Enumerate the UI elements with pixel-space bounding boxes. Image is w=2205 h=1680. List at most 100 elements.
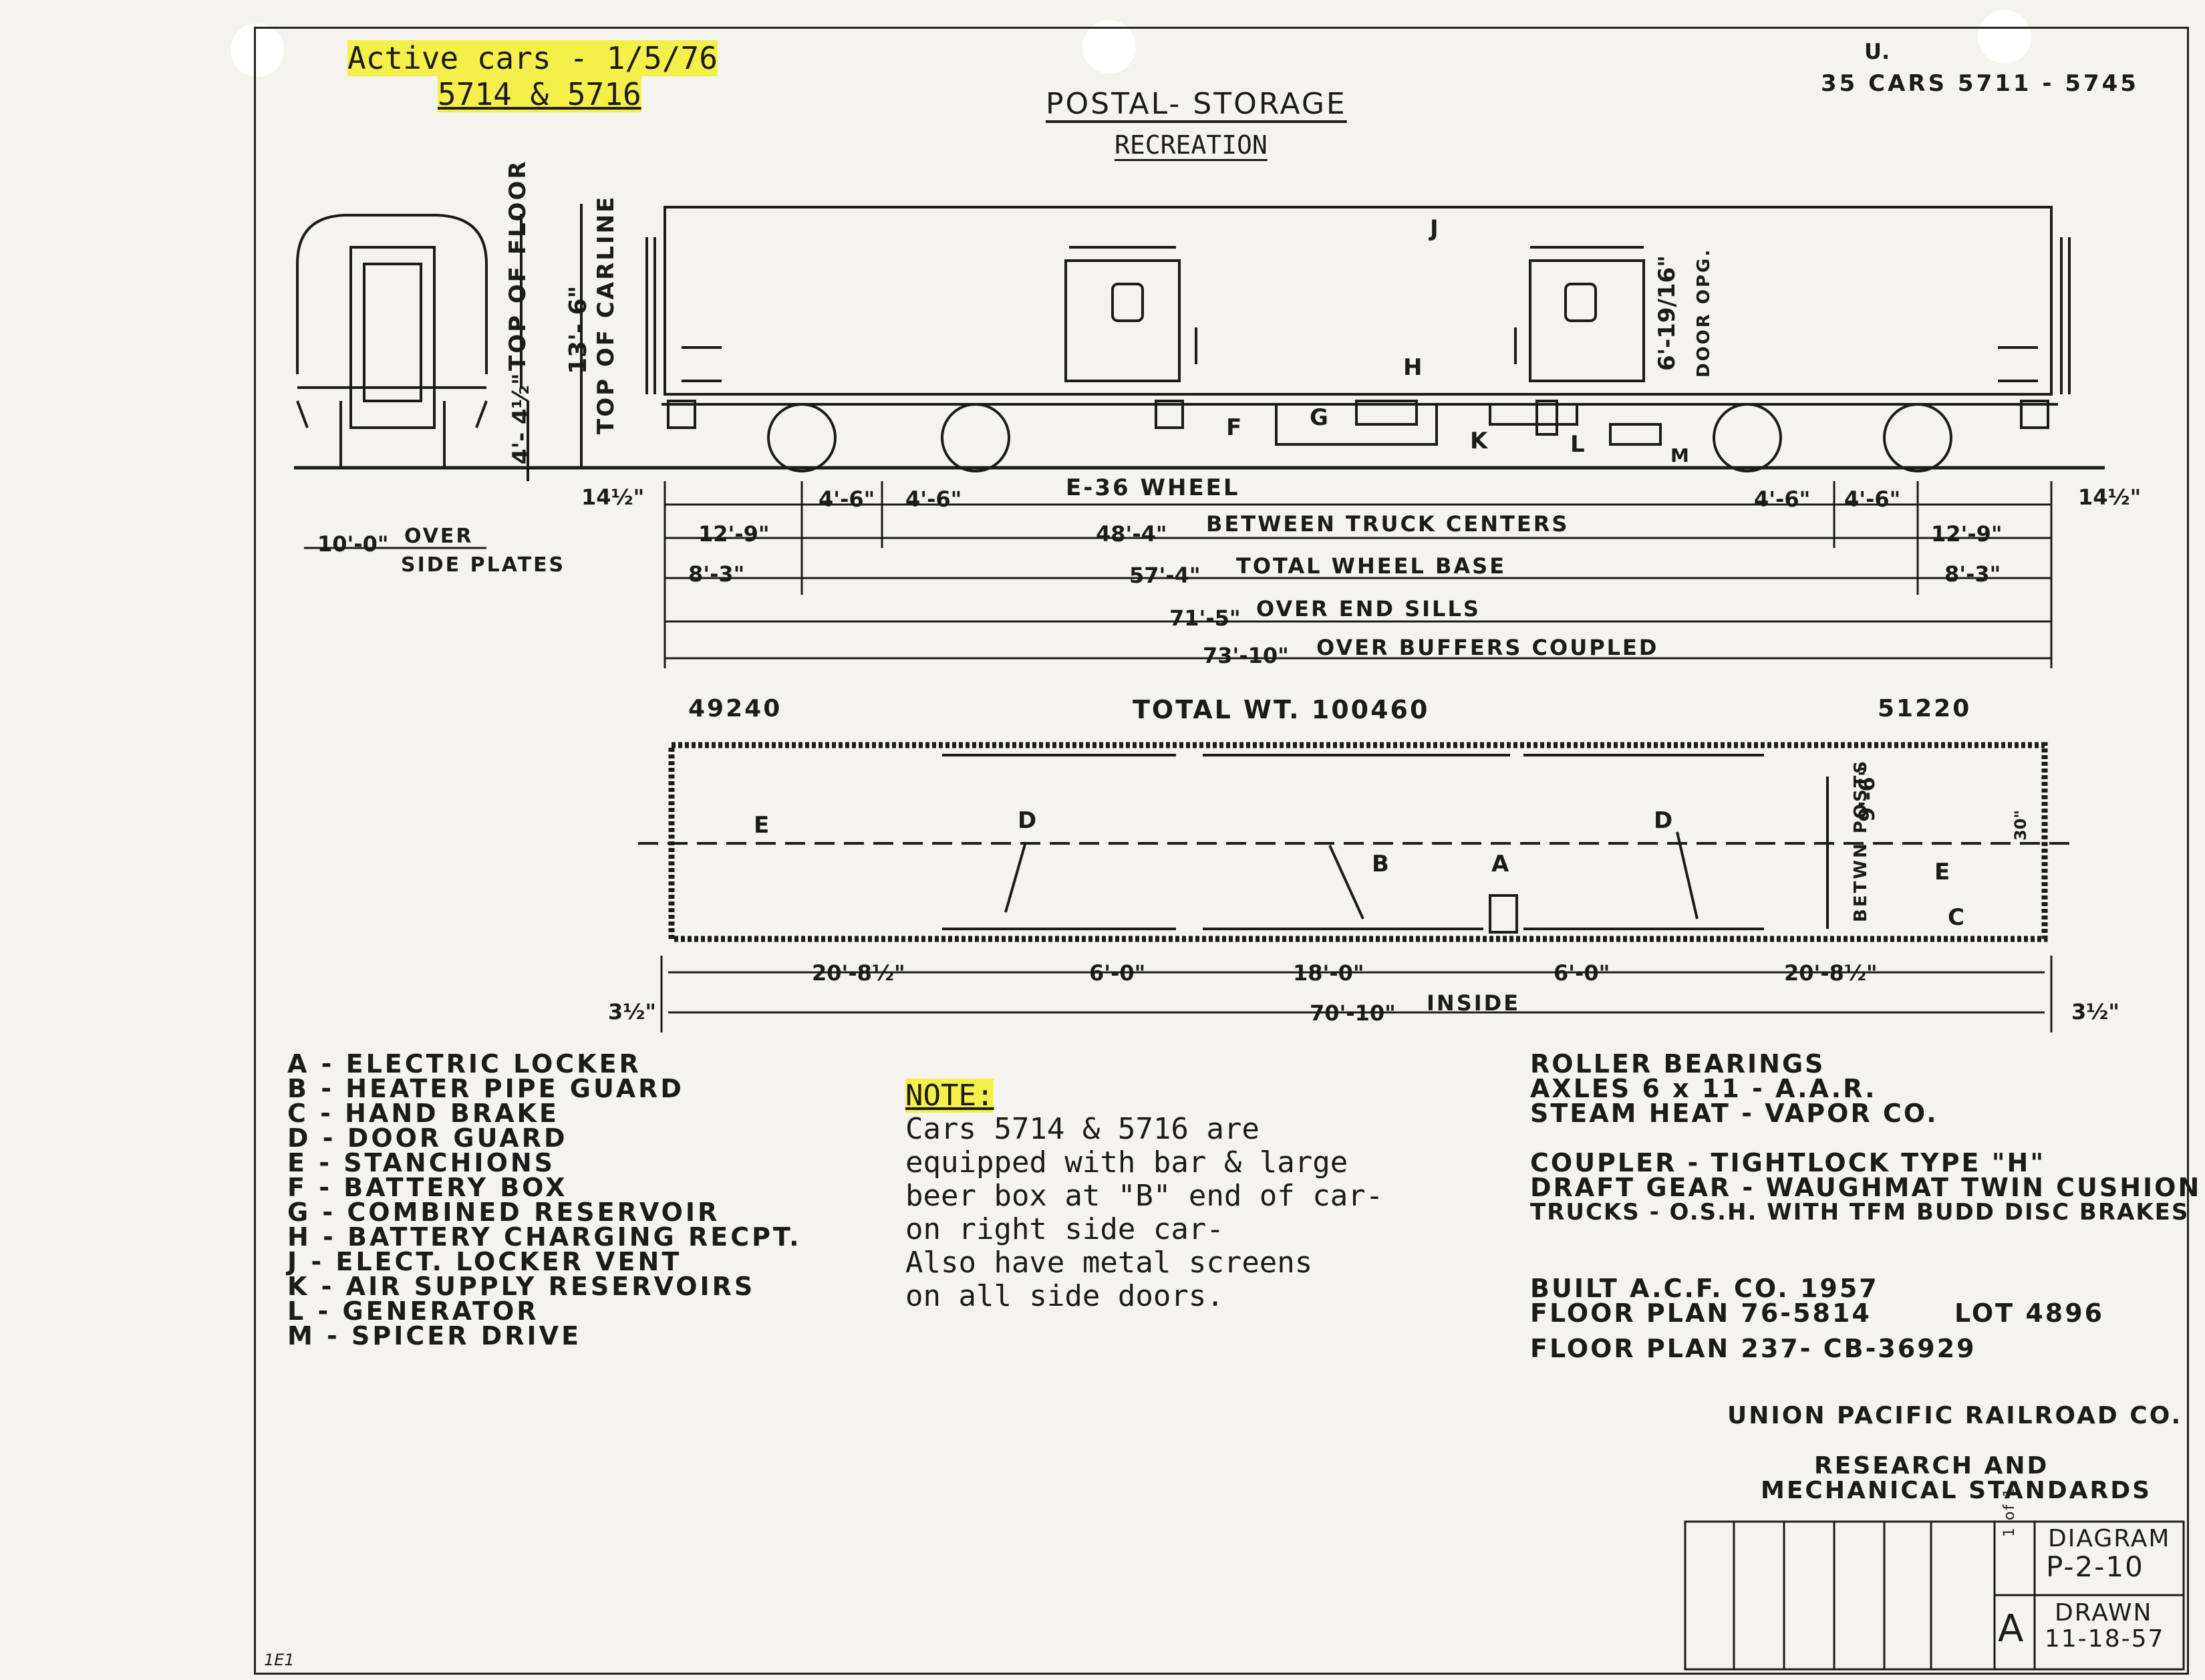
drawing-title: POSTAL- STORAGE [1046, 87, 1347, 121]
note-heading: NOTE: [905, 1079, 994, 1113]
built-line: BUILT A.C.F. CO. 1957 [1530, 1274, 1879, 1303]
height-13-6: 13'- 6" [565, 285, 592, 374]
spec-line: ROLLER BEARINGS [1530, 1049, 1825, 1079]
buffers-label: OVER BUFFERS COUPLED [1316, 635, 1659, 660]
drawing-border [254, 27, 2189, 1675]
note-line: on right side car- [905, 1212, 1224, 1246]
floorplan-callout-e: E [754, 812, 772, 839]
legend-item: J - ELECT. LOCKER VENT [287, 1247, 682, 1276]
callout-j: J [1430, 215, 1441, 242]
punch-hole [1082, 20, 1136, 74]
company-name: UNION PACIFIC RAILROAD CO. [1727, 1402, 2183, 1429]
top-of-floor-label: TOP OF FLOOR [504, 159, 531, 371]
floorplan-callout-a: A [1491, 851, 1511, 877]
diagram-label: DIAGRAM [2048, 1525, 2171, 1552]
axle-dim: 4'-6" [819, 486, 875, 512]
legend: A - ELECTRIC LOCKER B - HEATER PIPE GUAR… [287, 1051, 802, 1349]
callout-m: M [1670, 444, 1691, 466]
end-sills-label: OVER END SILLS [1256, 596, 1481, 621]
floorplan-callout-c: C [1948, 904, 1966, 931]
callout-h: H [1403, 354, 1425, 381]
end-dim-right: 14½" [2078, 484, 2142, 510]
floorplan-callout-e: E [1934, 859, 1952, 885]
floorplan-callout-d: D [1018, 807, 1039, 834]
spec-line: DRAFT GEAR - WAUGHMAT TWIN CUSHION [1530, 1173, 2202, 1202]
floor-plan-line: FLOOR PLAN 76-5814 [1530, 1298, 1872, 1328]
wheel [1883, 403, 1952, 472]
wheel-label: E-36 WHEEL [1066, 474, 1240, 501]
end-sills-dim: 71'-5" [1169, 605, 1241, 631]
punch-hole [1978, 10, 2031, 63]
truck-centers-dim: 48'-4" [1096, 521, 1167, 547]
combined-reservoir [1355, 400, 1418, 426]
end-view-outline [296, 214, 488, 374]
spec-line: AXLES 6 x 11 - A.A.R. [1530, 1074, 1877, 1103]
width-dim: 10'-0" [317, 531, 389, 557]
door-dim: 6'-0" [1554, 960, 1610, 986]
handwritten-line-1: Active cars - 1/5/76 [347, 40, 718, 76]
legend-item: D - DOOR GUARD [287, 1123, 568, 1153]
drawn-date: 11-18-57 [2045, 1625, 2165, 1653]
side-door-1 [1064, 259, 1181, 382]
end-dim-right: 3½" [2071, 999, 2120, 1024]
diagram-number: P-2-10 [2046, 1550, 2144, 1583]
note-line: Cars 5714 & 5716 are [905, 1112, 1260, 1146]
spec-line: TRUCKS - O.S.H. WITH TFM BUDD DISC BRAKE… [1530, 1199, 2190, 1226]
inside-dim: 70'-10" [1310, 1000, 1396, 1026]
floorplan-callout-d: D [1654, 807, 1675, 834]
legend-item: L - GENERATOR [287, 1296, 539, 1326]
wheel [1713, 403, 1782, 472]
note-line: equipped with bar & large [905, 1145, 1348, 1179]
axle-dim: 4'-6" [905, 486, 962, 512]
spec-line: COUPLER - TIGHTLOCK TYPE "H" [1530, 1148, 2046, 1177]
floor-plan-line: FLOOR PLAN 237- CB-36929 [1530, 1334, 1976, 1363]
electric-locker [1489, 894, 1518, 934]
left-side-dim: 20'-8½" [812, 960, 905, 986]
width-label-2: SIDE PLATES [401, 553, 566, 577]
legend-item: C - HAND BRAKE [287, 1099, 559, 1128]
floorplan-callout-b: B [1372, 851, 1391, 877]
title-block-grid [1684, 1520, 2185, 1671]
specifications: ROLLER BEARINGS AXLES 6 x 11 - A.A.R. ST… [1530, 1049, 2202, 1226]
callout-g: G [1310, 404, 1330, 431]
legend-item: K - AIR SUPPLY RESERVOIRS [287, 1272, 756, 1301]
side-door-2 [1529, 259, 1645, 382]
inside-label: INSIDE [1427, 990, 1521, 1016]
note-line: beer box at "B" end of car- [905, 1179, 1384, 1213]
handwritten-note: Active cars - 1/5/76 5714 & 5716 [347, 40, 718, 112]
end-dim-left: 14½" [581, 484, 645, 510]
axle-dim: 4'-6" [1844, 486, 1901, 512]
punch-hole [231, 23, 284, 77]
wheel [941, 403, 1010, 472]
center-dim: 18'-0" [1293, 960, 1364, 986]
drawn-label: DRAWN [2055, 1599, 2153, 1627]
total-weight: TOTAL WT. 100460 [1133, 695, 1430, 724]
height-4-4: 4'- 4½" [508, 373, 535, 464]
door-opg-label: DOOR OPG. [1694, 247, 1714, 378]
note-line: on all side doors. [905, 1279, 1224, 1313]
drawing-subtitle: RECREATION [1115, 130, 1268, 160]
handwritten-line-2: 5714 & 5716 [438, 76, 641, 112]
callout-k: K [1470, 428, 1490, 454]
weight-right: 51220 [1878, 695, 1972, 722]
truck-centers-label: BETWEEN TRUCK CENTERS [1206, 511, 1570, 537]
wheel-base-dim: 57'-4" [1129, 563, 1201, 588]
dept-line-2: MECHANICAL STANDARDS [1761, 1477, 2152, 1504]
generator [1609, 423, 1662, 446]
wheel-base-end-left: 8'-3" [688, 561, 745, 587]
truck-end-dim-left: 12'-9" [698, 521, 770, 547]
dept-line-1: RESEARCH AND [1814, 1452, 2049, 1480]
truck-end-dim-right: 12'-9" [1931, 521, 2003, 547]
width-label-1: OVER [404, 525, 474, 548]
legend-item: G - COMBINED RESERVOIR [287, 1198, 720, 1227]
weight-left: 49240 [688, 695, 782, 722]
door-opening-dim: 6'-19/16" [1654, 255, 1680, 371]
wheel-base-label: TOTAL WHEEL BASE [1236, 553, 1507, 579]
note-block: NOTE: Cars 5714 & 5716 are equipped with… [905, 1079, 1383, 1313]
note-line: Also have metal screens [905, 1246, 1313, 1280]
car-body [664, 206, 2053, 396]
small-30-dim: 30" [2011, 810, 2030, 841]
corner-mark: 1E1 [264, 1651, 295, 1669]
revision-letter: A [1998, 1607, 2025, 1651]
legend-item: B - HEATER PIPE GUARD [287, 1074, 684, 1103]
